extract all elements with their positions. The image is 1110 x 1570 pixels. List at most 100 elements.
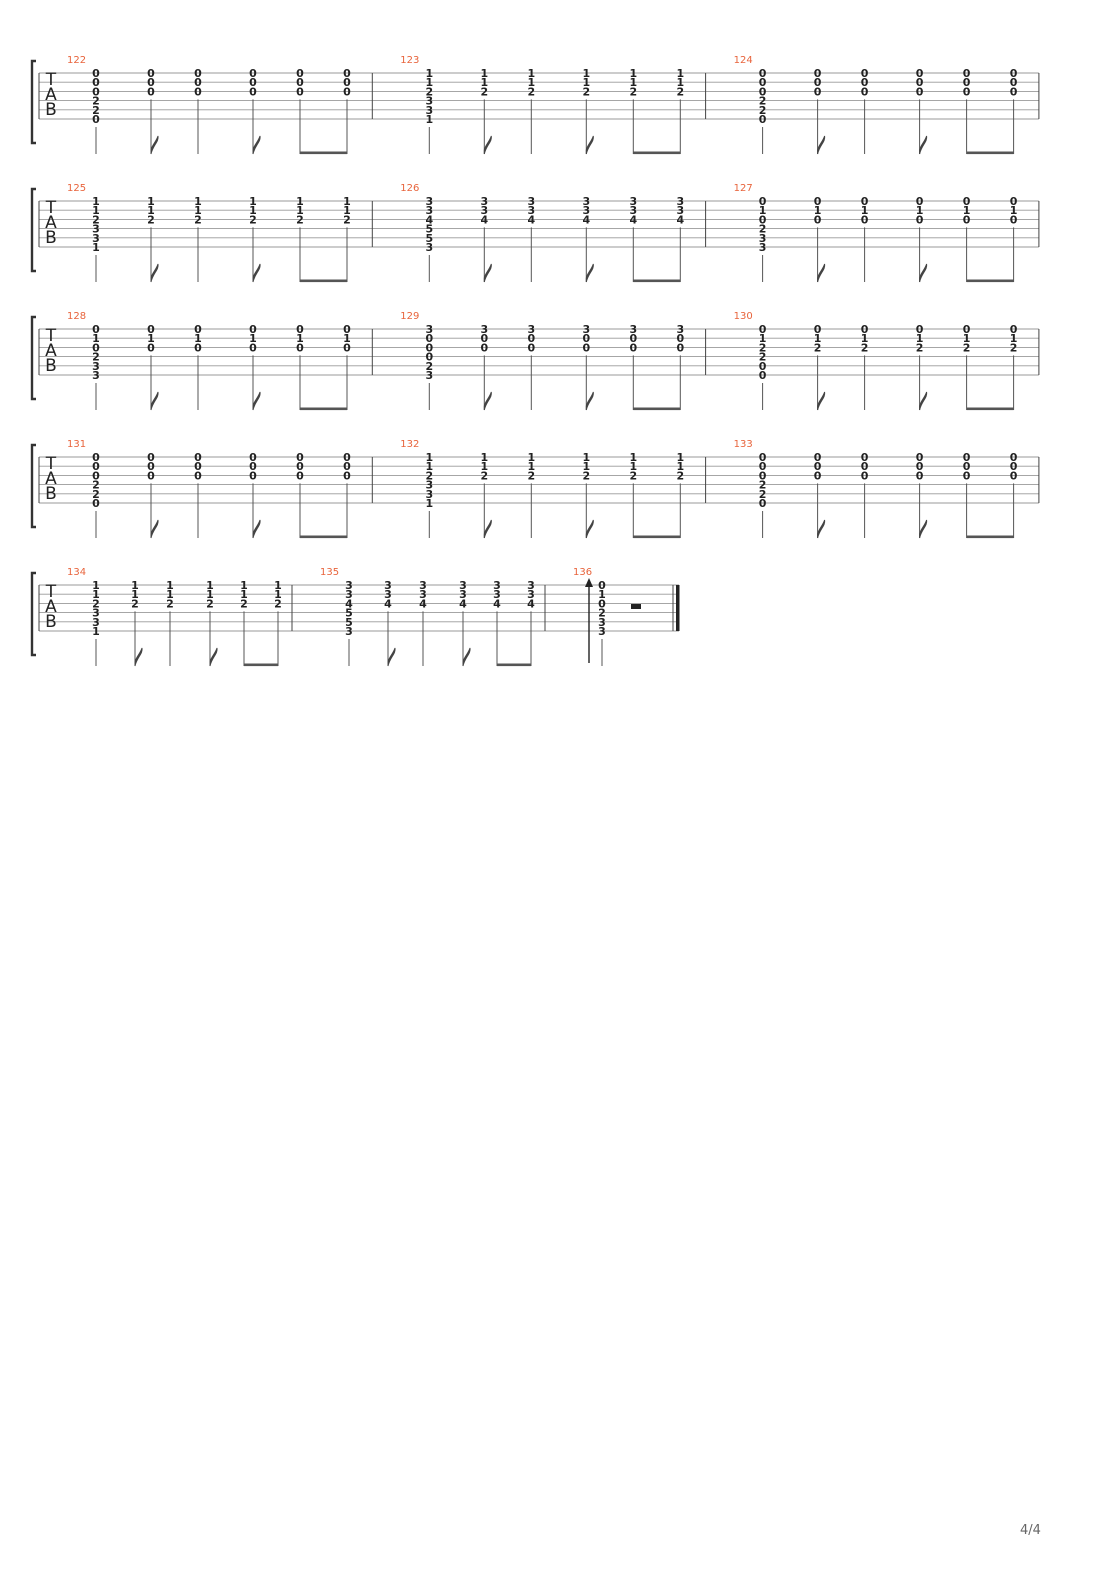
fret-number: 1 bbox=[582, 451, 590, 464]
measure-number: 127 bbox=[734, 183, 753, 194]
fret-number: 3 bbox=[92, 232, 100, 245]
fret-number: 2 bbox=[629, 85, 637, 98]
fret-number: 2 bbox=[582, 469, 590, 482]
fret-number: 0 bbox=[963, 67, 971, 80]
fret-number: 0 bbox=[194, 85, 202, 98]
fret-number: 3 bbox=[759, 232, 767, 245]
fret-number: 1 bbox=[861, 332, 869, 345]
fret-number: 0 bbox=[194, 460, 202, 473]
fret-number: 0 bbox=[861, 213, 869, 226]
fret-number: 0 bbox=[759, 213, 767, 226]
fret-number: 0 bbox=[1010, 469, 1018, 482]
fret-number: 0 bbox=[194, 451, 202, 464]
fret-number: 0 bbox=[343, 67, 351, 80]
fret-number: 0 bbox=[92, 341, 100, 354]
fret-number: 3 bbox=[384, 579, 392, 592]
fret-number: 0 bbox=[861, 67, 869, 80]
fret-number: 1 bbox=[480, 451, 488, 464]
fret-number: 1 bbox=[480, 460, 488, 473]
fret-number: 0 bbox=[598, 579, 606, 592]
fret-number: 2 bbox=[274, 597, 282, 610]
fret-number: 0 bbox=[598, 597, 606, 610]
fret-number: 1 bbox=[92, 241, 100, 254]
fret-number: 1 bbox=[249, 195, 257, 208]
fret-number: 1 bbox=[676, 460, 684, 473]
fret-number: 1 bbox=[916, 204, 924, 217]
fret-number: 1 bbox=[131, 579, 139, 592]
fret-number: 1 bbox=[480, 76, 488, 89]
fret-number: 4 bbox=[480, 213, 488, 226]
fret-number: 0 bbox=[249, 451, 257, 464]
eighth-flag bbox=[585, 135, 594, 155]
fret-number: 2 bbox=[206, 597, 214, 610]
fret-number: 0 bbox=[963, 195, 971, 208]
tab-clef-letter: T bbox=[45, 326, 57, 346]
fret-number: 3 bbox=[527, 588, 535, 601]
fret-number: 3 bbox=[345, 625, 353, 638]
fret-number: 0 bbox=[916, 195, 924, 208]
fret-number: 1 bbox=[194, 204, 202, 217]
fret-number: 1 bbox=[240, 588, 248, 601]
fret-number: 0 bbox=[582, 341, 590, 354]
measure-number: 128 bbox=[67, 311, 86, 322]
fret-number: 1 bbox=[92, 204, 100, 217]
fret-number: 2 bbox=[131, 597, 139, 610]
fret-number: 0 bbox=[147, 85, 155, 98]
fret-number: 0 bbox=[916, 460, 924, 473]
fret-number: 3 bbox=[425, 104, 433, 117]
eighth-flag bbox=[252, 519, 261, 539]
fret-number: 0 bbox=[249, 341, 257, 354]
measure-number: 123 bbox=[400, 55, 419, 66]
fret-number: 3 bbox=[759, 241, 767, 254]
eighth-flag bbox=[817, 135, 826, 155]
fret-number: 2 bbox=[480, 85, 488, 98]
fret-number: 0 bbox=[249, 460, 257, 473]
fret-number: 2 bbox=[480, 469, 488, 482]
fret-number: 1 bbox=[814, 332, 822, 345]
fret-number: 3 bbox=[582, 323, 590, 336]
fret-number: 1 bbox=[629, 67, 637, 80]
fret-number: 3 bbox=[425, 488, 433, 501]
eighth-flag bbox=[817, 519, 826, 539]
eighth-beam bbox=[300, 535, 347, 539]
fret-number: 0 bbox=[814, 213, 822, 226]
fret-number: 1 bbox=[527, 451, 535, 464]
fret-number: 3 bbox=[425, 323, 433, 336]
fret-number: 2 bbox=[92, 104, 100, 117]
measure-number: 134 bbox=[67, 567, 86, 578]
fret-number: 0 bbox=[92, 451, 100, 464]
fret-number: 1 bbox=[147, 204, 155, 217]
fret-number: 0 bbox=[814, 85, 822, 98]
measure-number: 136 bbox=[573, 567, 592, 578]
fret-number: 3 bbox=[345, 588, 353, 601]
fret-number: 1 bbox=[1010, 204, 1018, 217]
fret-number: 0 bbox=[343, 469, 351, 482]
fret-number: 0 bbox=[296, 85, 304, 98]
eighth-flag bbox=[150, 263, 159, 283]
fret-number: 1 bbox=[676, 76, 684, 89]
eighth-beam bbox=[497, 663, 531, 667]
fret-number: 2 bbox=[194, 213, 202, 226]
fret-number: 3 bbox=[527, 579, 535, 592]
system-bracket bbox=[30, 571, 36, 657]
fret-number: 3 bbox=[527, 195, 535, 208]
fret-number: 0 bbox=[814, 195, 822, 208]
fret-number: 3 bbox=[345, 579, 353, 592]
fret-number: 2 bbox=[92, 351, 100, 364]
fret-number: 3 bbox=[527, 204, 535, 217]
fret-number: 3 bbox=[419, 579, 427, 592]
eighth-flag bbox=[252, 391, 261, 411]
fret-number: 5 bbox=[425, 223, 433, 236]
fret-number: 0 bbox=[1010, 76, 1018, 89]
measure-number: 122 bbox=[67, 55, 86, 66]
measure-number: 124 bbox=[734, 55, 753, 66]
measure-number: 126 bbox=[400, 183, 419, 194]
measure-number: 125 bbox=[67, 183, 86, 194]
fret-number: 0 bbox=[814, 76, 822, 89]
fret-number: 0 bbox=[194, 469, 202, 482]
fret-number: 3 bbox=[459, 588, 467, 601]
fret-number: 2 bbox=[759, 104, 767, 117]
fret-number: 3 bbox=[629, 323, 637, 336]
fret-number: 0 bbox=[92, 323, 100, 336]
